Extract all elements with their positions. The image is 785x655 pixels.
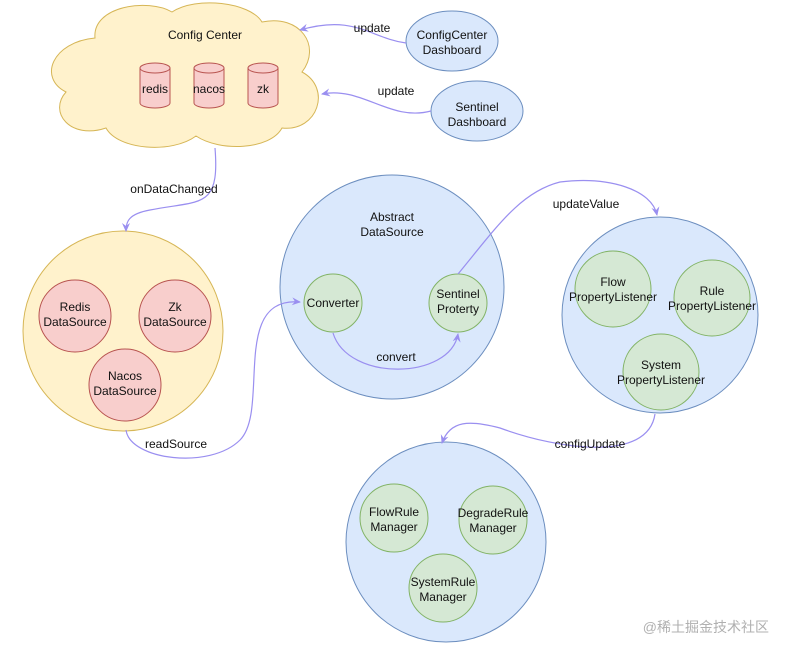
edge-label-config-update: configUpdate (555, 437, 626, 451)
edge-label-read-source: readSource (145, 437, 207, 451)
converter-node: Converter (303, 273, 363, 333)
watermark-text: @稀土掘金技术社区 (643, 619, 769, 635)
system-rule-manager-label-line2: Manager (419, 590, 466, 604)
nacos-datasource-label-line1: Nacos (108, 369, 142, 383)
flow-rule-manager-label-line2: Manager (370, 520, 417, 534)
sentinel-property-label-line1: Sentinel (436, 287, 479, 301)
zk-datasource-label-line1: Zk (168, 300, 182, 314)
configcenter-dashboard-label-line2: Dashboard (423, 43, 482, 57)
system-listener-label-line1: System (641, 358, 681, 372)
edge-on-data-changed (122, 147, 217, 232)
rule-property-listener-node: Rule PropertyListener (668, 259, 756, 337)
system-listener-label-line2: PropertyListener (617, 373, 705, 387)
nacos-store-label: nacos (193, 82, 225, 96)
edge-label-convert: convert (376, 350, 416, 364)
abstract-datasource-group: Abstract DataSource Converter Sentinel P… (279, 174, 505, 400)
system-property-listener-node: System PropertyListener (617, 333, 705, 411)
edge-label-update-top: update (354, 21, 391, 35)
edge-update-configcenter (299, 23, 407, 44)
system-rule-manager-label-line1: SystemRule (411, 575, 476, 589)
zk-datasource-label-line2: DataSource (143, 315, 207, 329)
edge-label-update-bottom: update (378, 84, 415, 98)
flow-rule-manager-node: FlowRule Manager (359, 483, 429, 553)
zk-store-label: zk (257, 82, 270, 96)
redis-datasource-label-line1: Redis (60, 300, 91, 314)
edge-label-update-value: updateValue (553, 197, 620, 211)
config-center-cloud: Config Center redis nacos zk (50, 2, 319, 148)
rule-listener-label-line1: Rule (700, 284, 725, 298)
property-listener-group: Flow PropertyListener Rule PropertyListe… (561, 216, 759, 414)
sentinel-dashboard-label-line1: Sentinel (455, 100, 498, 114)
system-rule-manager-node: SystemRule Manager (408, 553, 478, 623)
zk-datasource-node: Zk DataSource (138, 279, 212, 353)
redis-store-cylinder: redis (139, 62, 171, 109)
flow-listener-label-line2: PropertyListener (569, 290, 657, 304)
edge-read-source (125, 297, 301, 459)
abstract-datasource-title-line1: Abstract (370, 210, 415, 224)
rule-manager-group: FlowRule Manager DegradeRule Manager Sys… (345, 441, 547, 643)
flow-property-listener-node: Flow PropertyListener (569, 250, 657, 328)
degrade-rule-manager-node: DegradeRule Manager (458, 485, 529, 555)
sentinel-property-label-line2: Proterty (437, 302, 479, 316)
nacos-datasource-label-line2: DataSource (93, 384, 157, 398)
sentinel-property-node: Sentinel Proterty (428, 273, 488, 333)
nacos-store-cylinder: nacos (193, 62, 225, 109)
configcenter-dashboard-label-line1: ConfigCenter (417, 28, 488, 42)
edge-config-update (440, 413, 656, 448)
edges (122, 23, 660, 459)
edge-label-on-data-changed: onDataChanged (130, 182, 217, 196)
degrade-rule-manager-label-line1: DegradeRule (458, 506, 529, 520)
edge-convert (332, 332, 461, 370)
sentinel-dashboard-label-line2: Dashboard (448, 115, 507, 129)
rule-listener-label-line2: PropertyListener (668, 299, 756, 313)
flow-rule-manager-label-line1: FlowRule (369, 505, 419, 519)
flow-listener-label-line1: Flow (600, 275, 626, 289)
config-center-cloud-shape (50, 2, 319, 148)
config-center-title: Config Center (168, 28, 242, 42)
converter-label: Converter (307, 296, 360, 310)
edge-update-value (457, 180, 660, 275)
sentinel-dashboard-node: Sentinel Dashboard (430, 80, 524, 142)
redis-datasource-label-line2: DataSource (43, 315, 107, 329)
redis-store-label: redis (142, 82, 168, 96)
zk-store-cylinder: zk (247, 62, 279, 109)
nacos-datasource-node: Nacos DataSource (88, 348, 162, 422)
redis-datasource-node: Redis DataSource (38, 279, 112, 353)
configcenter-dashboard-node: ConfigCenter Dashboard (405, 10, 499, 72)
abstract-datasource-title-line2: DataSource (360, 225, 424, 239)
degrade-rule-manager-label-line2: Manager (469, 521, 516, 535)
edge-labels: update update onDataChanged readSource c… (130, 21, 625, 451)
abstract-datasource-circle (279, 174, 505, 400)
edge-update-sentinel (321, 88, 432, 114)
datasource-group: Redis DataSource Zk DataSource Nacos Dat… (22, 230, 224, 432)
